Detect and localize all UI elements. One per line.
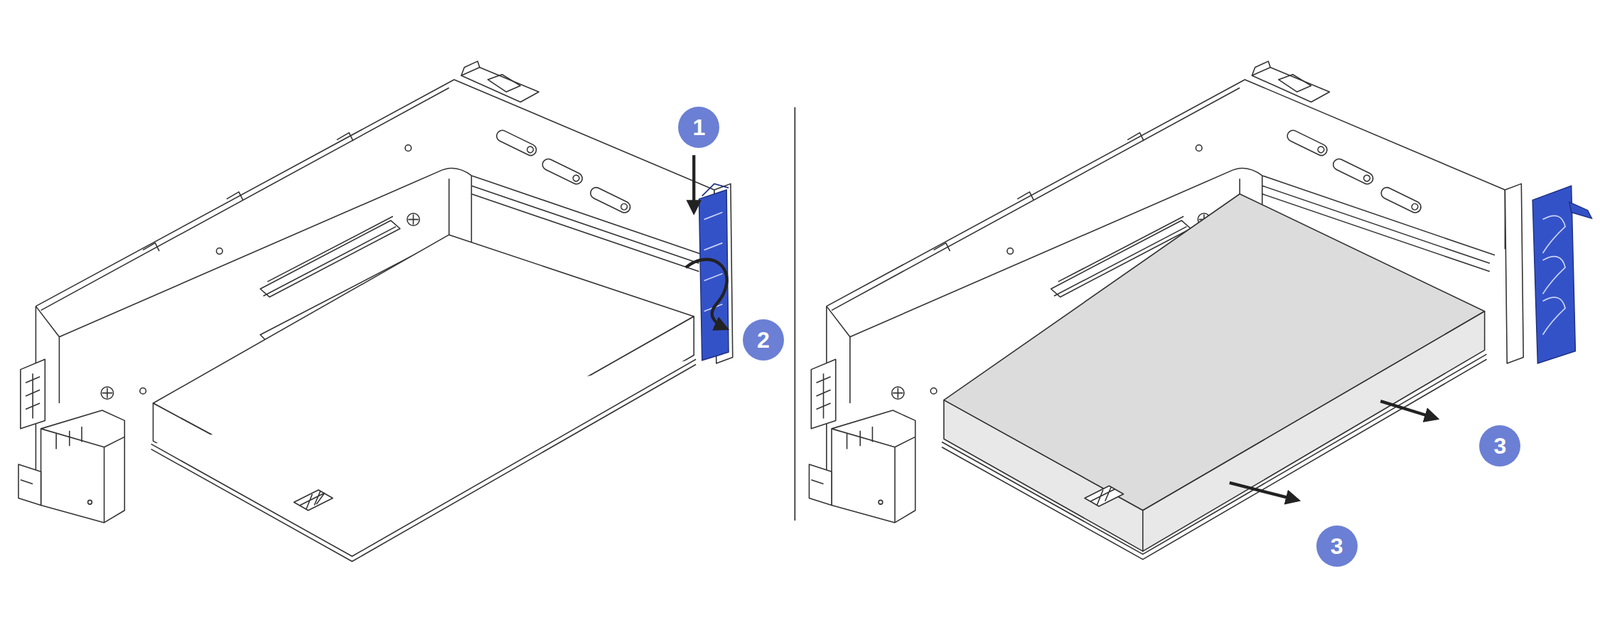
pcie-adapter xyxy=(943,400,1143,551)
callout-number: 2 xyxy=(742,319,785,361)
retention-latch xyxy=(1569,201,1593,219)
left-panel xyxy=(18,61,733,561)
right-panel xyxy=(808,61,1592,559)
pcie-adapter xyxy=(151,234,697,561)
pcie-adapter xyxy=(316,492,325,504)
retention-latch xyxy=(1532,185,1592,364)
riser-bracket xyxy=(808,61,1524,523)
retention-latch xyxy=(698,189,729,361)
callout-number: 1 xyxy=(678,106,720,148)
action-arrows xyxy=(685,154,728,329)
pcie-adapter xyxy=(941,353,1487,560)
pcie-adapter xyxy=(151,358,697,561)
action-arrows xyxy=(685,259,728,329)
pcie-adapter xyxy=(941,194,1487,560)
action-arrows xyxy=(1229,482,1298,500)
action-arrows xyxy=(1229,400,1437,500)
callout-number: 3 xyxy=(1479,425,1521,467)
divider-line xyxy=(793,107,796,521)
retention-latch xyxy=(1532,185,1576,364)
callout-number: 3 xyxy=(1316,525,1358,567)
retention-latch xyxy=(1542,215,1566,335)
pcie-adapter xyxy=(1084,485,1124,507)
pcie-adapter xyxy=(299,490,325,509)
pcie-adapter xyxy=(1142,311,1485,551)
action-arrows xyxy=(1380,400,1437,418)
pcie-adapter xyxy=(294,489,334,511)
pcie-adapter xyxy=(1091,486,1116,506)
action-arrows xyxy=(692,154,696,212)
retention-latch xyxy=(702,183,729,196)
